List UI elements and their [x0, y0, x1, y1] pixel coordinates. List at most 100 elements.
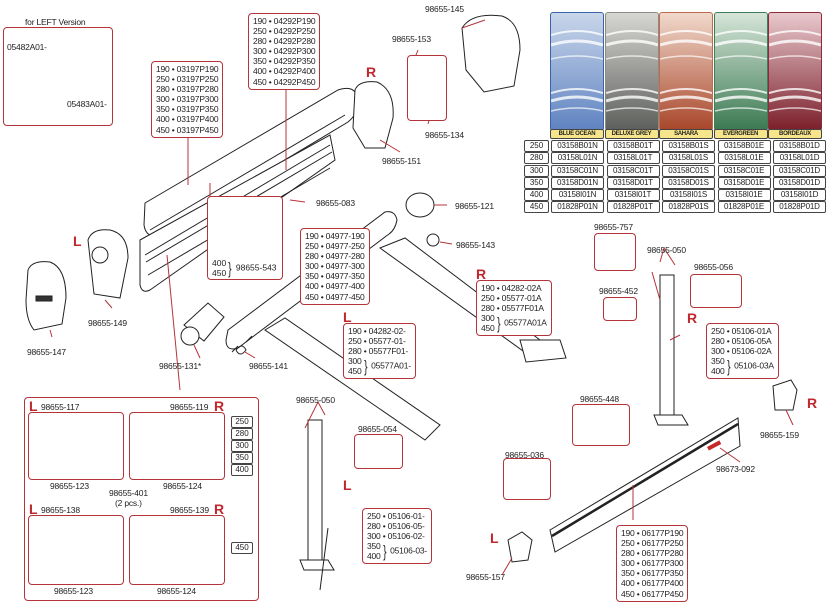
fabric-code-cell[interactable]: 03158I01N — [551, 189, 604, 202]
fabric-swatch[interactable] — [604, 12, 659, 131]
side-marker-left: L — [490, 530, 499, 546]
part-label-98655-141[interactable]: 98655-141 — [249, 361, 288, 371]
part-label-98655-036[interactable]: 98655-036 — [505, 450, 544, 460]
list-row: 280 • 05577F01- — [348, 346, 408, 357]
fabric-code-cell[interactable]: 03158D01T — [606, 176, 660, 189]
top-profile-part-list: 190 • 03197P190 250 • 03197P250 280 • 03… — [151, 61, 224, 138]
size-value: 300 — [481, 313, 495, 324]
part-label-98655-159[interactable]: 98655-159 — [760, 430, 799, 440]
part-label-98655-050[interactable]: 98655-050 — [296, 395, 335, 405]
part-label-98655-151[interactable]: 98655-151 — [382, 156, 421, 166]
part-label-98655-149[interactable]: 98655-149 — [88, 318, 127, 328]
fabric-swatch[interactable] — [659, 12, 713, 131]
fiamma-logo-mark — [707, 440, 722, 451]
part-label-98655-124[interactable]: 98655-124 — [163, 481, 202, 491]
part-label-98655-083[interactable]: 98655-083 — [316, 198, 355, 208]
size-value: 400 — [367, 551, 381, 562]
fabric-code-cell[interactable]: 01828P01T — [606, 201, 660, 214]
list-row: 300 • 04977-300 — [305, 261, 365, 272]
list-row: 350 • 06177P350 — [621, 568, 684, 579]
fabric-code-cell[interactable]: 03158C01N — [551, 164, 604, 177]
fabric-code-cell[interactable]: 03158B01E — [717, 140, 771, 152]
part-label-98655-131[interactable]: 98655-131* — [159, 361, 201, 371]
list-row: 250 • 04292P250 — [253, 26, 316, 37]
side-marker-right: R — [807, 395, 818, 411]
fabric-swatch[interactable] — [768, 12, 822, 131]
list-row: 300 • 05106-02- — [367, 531, 425, 542]
fabric-code-cell[interactable]: 03158D01E — [717, 176, 771, 189]
right-arm-joint — [519, 339, 567, 363]
part-label-98655-054[interactable]: 98655-054 — [358, 424, 397, 434]
fabric-code-cell[interactable]: 03158B01S — [662, 140, 715, 152]
list-row: 450 • 03197P450 — [156, 124, 219, 135]
fabric-code-cell[interactable]: 03158D01N — [551, 176, 604, 189]
part-label-98655-401[interactable]: 98655-401 — [109, 488, 148, 498]
part-label-98655-143[interactable]: 98655-143 — [456, 240, 495, 250]
part-label-98655-157[interactable]: 98655-157 — [466, 572, 505, 582]
part-label-98655-123[interactable]: 98655-123 — [50, 481, 89, 491]
list-row: 190 • 04282-02A — [481, 283, 542, 293]
part-label-98655-153[interactable]: 98655-153 — [392, 34, 431, 44]
fabric-code-cell[interactable]: 03158L01N — [551, 152, 604, 165]
fabric-code-cell[interactable]: 03158L01T — [606, 152, 660, 165]
part-label-98655-134[interactable]: 98655-134 — [425, 130, 464, 140]
fabric-code-cell[interactable]: 03158C01D — [773, 164, 826, 177]
part-label-05483A01[interactable]: 05483A01- — [67, 99, 107, 109]
fabric-code-cell[interactable]: 03158I01S — [662, 189, 715, 202]
part-label-98655-145[interactable]: 98655-145 — [425, 4, 464, 14]
fabric-code-cell[interactable]: 03158B01N — [551, 140, 604, 152]
list-row: 250 • 05577-01- — [348, 336, 406, 347]
fabric-code-cell[interactable]: 03158L01E — [717, 152, 771, 165]
part-label-98655-147[interactable]: 98655-147 — [27, 347, 66, 357]
fabric-code-cell[interactable]: 03158B01T — [606, 140, 660, 152]
part-label-98655-117[interactable]: 98655-117 — [41, 402, 80, 412]
size-cell: 250 — [524, 140, 549, 152]
part-401-qty-note: (2 pcs.) — [115, 498, 142, 508]
part-label-98655-139[interactable]: 98655-139 — [170, 505, 209, 515]
part-number: 05577A01- — [371, 360, 411, 371]
part-label-98655-757[interactable]: 98655-757 — [594, 222, 633, 232]
size-cell: 350 — [524, 176, 549, 189]
part-label-05482A01[interactable]: 05482A01- — [7, 42, 47, 52]
fabric-code-cell[interactable]: 01828P01E — [717, 201, 771, 214]
fabric-code-cell[interactable]: 01828P01N — [551, 201, 604, 214]
fabric-code-cell[interactable]: 03158I01D — [773, 189, 826, 202]
part-label-98655-452[interactable]: 98655-452 — [599, 286, 638, 296]
part-label-98673-092[interactable]: 98673-092 — [716, 464, 755, 474]
part-label-98655-119[interactable]: 98655-119 — [170, 402, 209, 412]
part-label-98655-138[interactable]: 98655-138 — [41, 505, 80, 515]
fabric-code-cell[interactable]: 01828P01D — [773, 201, 826, 214]
part-label-98655-124[interactable]: 98655-124 — [157, 586, 196, 596]
fabric-code-cell[interactable]: 03158L01S — [662, 152, 715, 165]
part-box-448 — [572, 404, 630, 446]
size-value: 300 — [348, 356, 362, 367]
fabric-code-cell[interactable]: 03158C01S — [662, 164, 715, 177]
part-label-98655-123[interactable]: 98655-123 — [54, 586, 93, 596]
part-label-98655-050[interactable]: 98655-050 — [647, 245, 686, 255]
part-label-98655-121[interactable]: 98655-121 — [455, 201, 494, 211]
fabric-code-cell[interactable]: 03158C01E — [717, 164, 771, 177]
fabric-code-cell[interactable]: 03158L01D — [773, 152, 826, 165]
fabric-code-cell[interactable]: 03158I01E — [717, 189, 771, 202]
fabric-code-cell[interactable]: 03158B01D — [773, 140, 826, 152]
gear-part-box — [407, 55, 447, 121]
part-label-98655-056[interactable]: 98655-056 — [694, 262, 733, 272]
roller-end-drawing — [405, 192, 435, 218]
part-label-98655-448[interactable]: 98655-448 — [580, 394, 619, 404]
fabric-code-cell[interactable]: 03158D01D — [773, 176, 826, 189]
fabric-code-cell[interactable]: 01828P01S — [662, 201, 715, 214]
fabric-swatch[interactable] — [713, 12, 768, 131]
side-marker-left: L — [343, 309, 352, 325]
brace-icon: } — [228, 258, 232, 278]
fabric-code-cell[interactable]: 03158C01T — [606, 164, 660, 177]
fabric-swatch[interactable] — [550, 12, 604, 131]
fabric-code-cell[interactable]: 03158D01S — [662, 176, 715, 189]
left-leg-part-list: 250 • 05106-01- 280 • 05106-05- 300 • 05… — [362, 508, 433, 565]
fabric-code-cell[interactable]: 03158I01T — [606, 189, 660, 202]
roller-tube-part-list: 190 • 04977-190 250 • 04977-250 280 • 04… — [300, 228, 370, 305]
